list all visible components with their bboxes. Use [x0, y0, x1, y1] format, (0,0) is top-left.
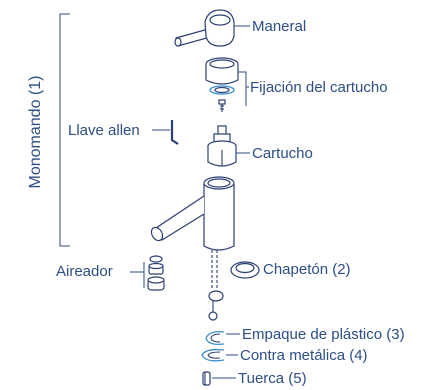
empaque-part	[205, 330, 225, 346]
chapeton-part	[230, 261, 260, 279]
faucet-body	[150, 176, 235, 251]
fijacion-bracket	[238, 71, 247, 106]
fijacion-part	[205, 57, 239, 112]
maneral-label: Maneral	[252, 18, 306, 35]
cartucho-label: Cartucho	[252, 145, 313, 162]
cartucho-part	[207, 125, 237, 167]
maneral-part	[174, 9, 235, 47]
contra-label: Contra metálica (4)	[240, 347, 368, 364]
llave-allen-part	[170, 120, 179, 145]
supply-hoses	[208, 250, 224, 321]
chapeton-label: Chapetón (2)	[263, 261, 351, 278]
aireador-part	[147, 255, 165, 291]
tuerca-part	[202, 371, 211, 386]
monomando-label: Monomando (1)	[27, 76, 44, 189]
aireador-label: Aireador	[56, 263, 113, 280]
monomando-bracket	[59, 13, 70, 247]
empaque-label: Empaque de plástico (3)	[242, 326, 405, 343]
llave-allen-label: Llave allen	[68, 122, 140, 139]
tuerca-label: Tuerca (5)	[238, 370, 307, 387]
contra-part	[201, 348, 225, 362]
fijacion-label: Fijación del cartucho	[250, 79, 388, 96]
